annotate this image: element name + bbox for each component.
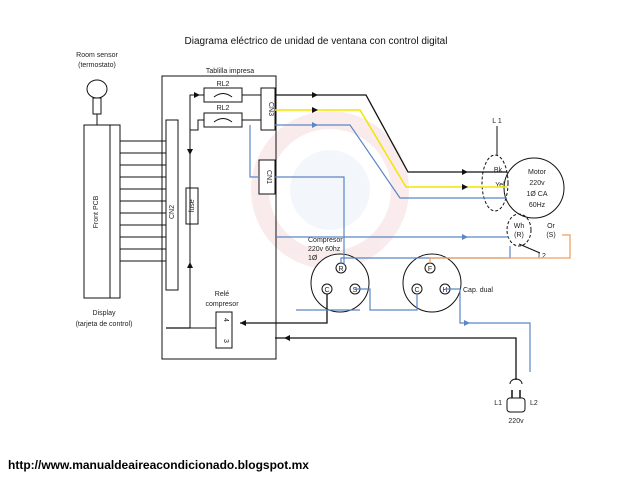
motor [503, 157, 565, 219]
capacitor-h-label: H [442, 287, 447, 294]
fuse [185, 187, 199, 225]
motor-frequency: 60Hz [529, 202, 546, 209]
arrow-yellow-2 [462, 184, 468, 190]
compressor-label: Compresor [308, 237, 343, 244]
power-plug [506, 378, 526, 413]
display-sublabel: (tarjeta de control) [76, 321, 133, 328]
motor-or-s-label: (S) [546, 232, 555, 239]
rl2-bottom-label: RL2 [217, 105, 230, 112]
board-arrows [187, 92, 200, 268]
motor-wh-label: Wh [514, 223, 525, 230]
compressor-c-label: C [324, 287, 329, 294]
compressor-s-label: S [353, 287, 358, 294]
front-pcb-label: Front PCB [93, 195, 100, 228]
compressor-phase: 1Ø [308, 255, 318, 262]
main-board [161, 75, 277, 360]
arrow-yellow [312, 107, 318, 113]
motor-phase: 1Ø CA [526, 191, 547, 198]
compressor [310, 253, 370, 313]
relay-rl2-bottom [203, 112, 243, 128]
relay-pin-3: 3 [222, 339, 229, 343]
arrow-blue-2 [462, 234, 468, 240]
orange-wire [429, 234, 571, 263]
motor-voltage: 220v [529, 180, 545, 187]
room-sensor-label: Room sensor [76, 52, 118, 59]
arrow-black-2 [462, 169, 468, 175]
power-l1-label: L1 [494, 400, 502, 407]
relay-pin-4: 4 [222, 318, 229, 322]
relay-rl2-bottom-contact [213, 118, 233, 123]
power-voltage-label: 220v [508, 418, 524, 425]
rele-label: Relé [215, 291, 230, 298]
room-sensor [86, 79, 108, 125]
arrow-blue-1 [312, 122, 318, 128]
arrow-black-4 [240, 320, 246, 326]
ribbon-cable [120, 140, 166, 262]
fuse-label: fuse [189, 199, 196, 212]
motor-l2-label: L2 [538, 253, 546, 260]
power-l2-label: L2 [530, 400, 538, 407]
diagram-title: Diagrama eléctrico de unidad de ventana … [185, 36, 448, 47]
motor-or-label: Or [547, 223, 555, 230]
compressor-spec: 220v 60hz [308, 246, 341, 253]
footer-url[interactable]: http://www.manualdeaireacondicionado.blo… [8, 458, 309, 472]
motor-wh-group [506, 213, 532, 247]
cn1-label: CN1 [265, 170, 272, 184]
motor-speed-group [481, 154, 509, 212]
rele-sublabel: compresor [205, 301, 239, 308]
motor-l1-label: L 1 [492, 118, 502, 125]
capacitor-label: Cap. dual [463, 287, 493, 294]
cn3-label: CN3 [267, 102, 274, 116]
rl2-top-label: RL2 [217, 81, 230, 88]
dual-capacitor [402, 253, 462, 313]
display-label: Display [93, 310, 116, 317]
motor-wh-r-label: (R) [514, 232, 524, 239]
motor-bk-label: Bk [494, 167, 503, 174]
black-wires [166, 94, 517, 380]
room-sensor-sublabel: (termostato) [78, 62, 116, 69]
cn2-connector [165, 119, 179, 291]
compressor-relay [215, 311, 233, 349]
arrow-blue-3 [464, 320, 470, 326]
motor-yel-label: Yel [495, 182, 505, 189]
relay-rl2-top-contact [213, 93, 233, 98]
motor-l2-wire [518, 243, 541, 254]
capacitor-f-label: F [428, 266, 432, 273]
cn3-connector [260, 87, 276, 131]
compressor-r-label: R [338, 266, 343, 273]
arrow-black-3 [284, 335, 290, 341]
cn2-label: CN2 [169, 205, 176, 219]
motor-label: Motor [528, 169, 547, 176]
capacitor-c-label: C [414, 287, 419, 294]
relay-rl2-top [203, 87, 243, 103]
board-title: Tablilla impresa [206, 68, 254, 75]
front-pcb [83, 124, 121, 299]
arrow-black-1 [312, 92, 318, 98]
